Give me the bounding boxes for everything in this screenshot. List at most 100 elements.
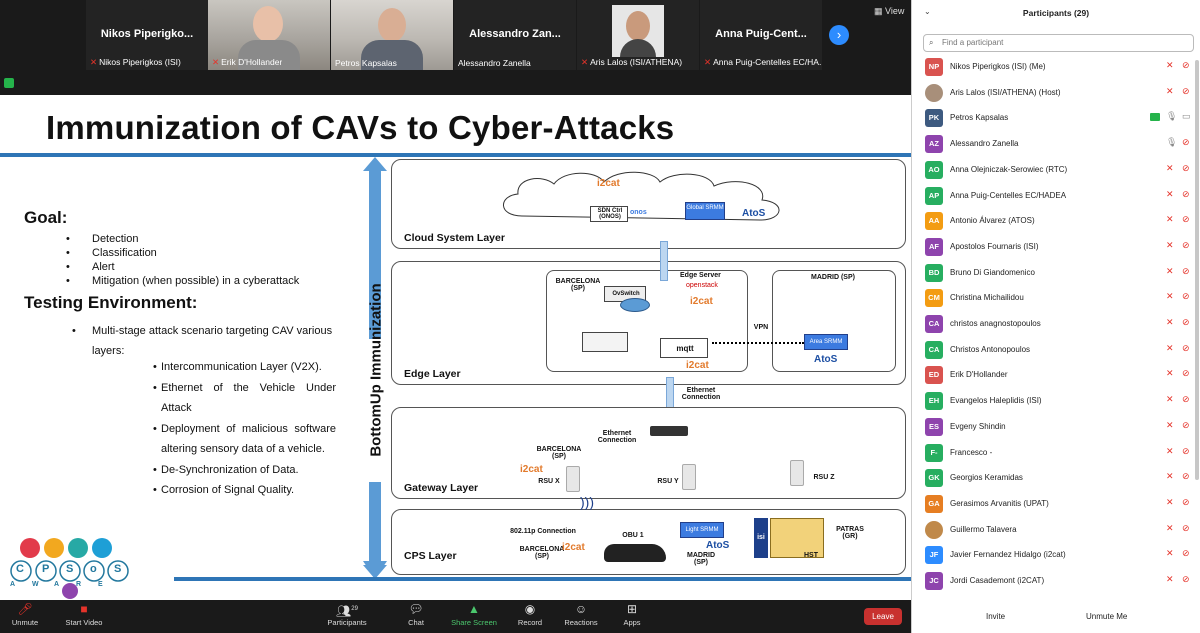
invite-button[interactable]: Invite bbox=[986, 612, 1006, 621]
participant-name: Antonio Álvarez (ATOS) bbox=[950, 216, 1035, 226]
video-tile[interactable]: ✕Aris Lalos (ISI/ATHENA) bbox=[577, 0, 699, 70]
testing-item: De-Synchronization of Data. bbox=[153, 460, 336, 481]
participant-name: Apostolos Fournaris (ISI) bbox=[950, 241, 1039, 251]
video-tile[interactable]: Alessandro Zan... Alessandro Zanella bbox=[454, 0, 576, 70]
video-off-icon: ⊘ bbox=[1182, 162, 1190, 173]
video-off-icon: ⊘ bbox=[1182, 137, 1190, 148]
participant-row[interactable]: Guillermo Talavera✕⊘ bbox=[912, 518, 1200, 543]
bottom-up-arrow-lower bbox=[363, 482, 387, 579]
unmute-me-button[interactable]: Unmute Me bbox=[1086, 612, 1128, 621]
reactions-button[interactable]: ☺Reactions bbox=[562, 602, 600, 627]
muted-mic-icon: ✕ bbox=[1166, 214, 1174, 225]
apps-icon: ⊞ bbox=[626, 602, 638, 616]
avatar: JC bbox=[925, 572, 943, 590]
participant-name: Javier Fernandez Hidalgo (i2cat) bbox=[950, 550, 1066, 560]
video-off-icon: ⊘ bbox=[1182, 85, 1190, 96]
profile-photo bbox=[612, 5, 664, 57]
i2cat-logo: i2cat bbox=[686, 360, 709, 371]
person-body bbox=[361, 40, 423, 70]
testing-item: Deployment of malicious software alterin… bbox=[153, 419, 336, 460]
leave-button[interactable]: Leave bbox=[864, 608, 902, 625]
share-screen-button[interactable]: ▲Share Screen bbox=[451, 602, 497, 627]
vertical-label: BottomUp Immunization bbox=[367, 283, 385, 457]
participant-search-input[interactable]: ⌕Find a participant bbox=[923, 34, 1194, 52]
hst-board-icon bbox=[770, 518, 824, 558]
tile-label: ✕Erik D'Hollander bbox=[212, 57, 283, 67]
participant-name: Nikos Piperigkos (ISI) (Me) bbox=[950, 62, 1046, 71]
participant-row[interactable]: Aris Lalos (ISI/ATHENA) (Host)✕⊘ bbox=[912, 81, 1200, 106]
goal-list: Detection Classification Alert Mitigatio… bbox=[66, 232, 299, 288]
area-srmm-box: Area SRMM bbox=[804, 334, 848, 350]
muted-mic-icon: ✕ bbox=[1166, 574, 1174, 584]
video-off-icon: ⊘ bbox=[1182, 522, 1190, 533]
muted-mic-icon: ✕ bbox=[1166, 188, 1174, 199]
video-off-icon: ⊘ bbox=[1182, 214, 1190, 225]
unmute-button[interactable]: 🎤︎Unmute bbox=[8, 602, 42, 627]
participant-name: Georgios Keramidas bbox=[950, 473, 1023, 483]
video-off-icon: ⊘ bbox=[1182, 188, 1190, 199]
muted-mic-icon: ✕ bbox=[1166, 317, 1174, 327]
muted-mic-icon: 🎤︎ bbox=[17, 602, 33, 616]
person-head bbox=[253, 6, 283, 42]
title-divider bbox=[0, 153, 911, 157]
participant-name: Evangelos Haleplidis (ISI) bbox=[950, 396, 1042, 406]
mqtt-box: mqtt bbox=[660, 338, 708, 358]
muted-mic-icon: ✕ bbox=[1166, 445, 1174, 456]
avatar: AF bbox=[925, 237, 943, 256]
link-arrow bbox=[660, 241, 668, 281]
tile-label: ✕Aris Lalos (ISI/ATHENA) bbox=[581, 57, 683, 67]
goal-item: Classification bbox=[66, 246, 299, 260]
view-button[interactable]: ▦ View bbox=[874, 6, 905, 16]
muted-mic-icon: ✕ bbox=[1166, 394, 1174, 405]
testing-item: Corrosion of Signal Quality. bbox=[153, 480, 336, 501]
avatar: CM bbox=[925, 289, 943, 308]
participant-name: Christina Michailidou bbox=[950, 293, 1024, 303]
avatar bbox=[925, 520, 943, 539]
atos-logo: AtoS bbox=[742, 208, 766, 219]
video-tile[interactable]: Anna Puig-Cent... ✕Anna Puig-Centelles E… bbox=[700, 0, 822, 70]
tile-title: Alessandro Zan... bbox=[469, 28, 561, 40]
start-video-button[interactable]: ■Start Video bbox=[62, 602, 106, 627]
car-icon bbox=[604, 544, 666, 562]
video-tile-active-speaker[interactable]: Petros Kapsalas bbox=[331, 0, 453, 70]
chat-button[interactable]: 💬︎Chat bbox=[402, 602, 430, 627]
muted-mic-icon: ✕ bbox=[704, 57, 712, 67]
slide-title: Immunization of CAVs to Cyber-Attacks bbox=[46, 109, 675, 146]
shield-icon[interactable] bbox=[4, 78, 14, 88]
chevron-down-icon[interactable]: ⌄ bbox=[924, 7, 931, 16]
video-tile[interactable]: Nikos Piperigko... ✕Nikos Piperigkos (IS… bbox=[86, 0, 208, 70]
participant-name: Alessandro Zanella bbox=[950, 139, 1019, 149]
apps-button[interactable]: ⊞Apps bbox=[618, 602, 646, 627]
video-off-icon: ⊘ bbox=[1182, 548, 1190, 559]
record-button[interactable]: ◉Record bbox=[517, 602, 543, 627]
next-page-button[interactable]: › bbox=[829, 25, 849, 45]
video-off-icon: ⊘ bbox=[1182, 291, 1190, 302]
video-tile[interactable]: ✕Erik D'Hollander bbox=[208, 0, 330, 70]
avatar: BD bbox=[925, 263, 943, 282]
participant-row[interactable]: F-Francesco -✕⊘ bbox=[912, 441, 1200, 466]
muted-mic-icon: ✕ bbox=[1166, 496, 1174, 507]
muted-mic-icon: ✕ bbox=[1166, 522, 1174, 533]
tile-label: Petros Kapsalas bbox=[335, 58, 397, 68]
scrollbar[interactable] bbox=[1195, 60, 1199, 480]
mic-icon: 🎙︎ bbox=[1166, 137, 1178, 148]
